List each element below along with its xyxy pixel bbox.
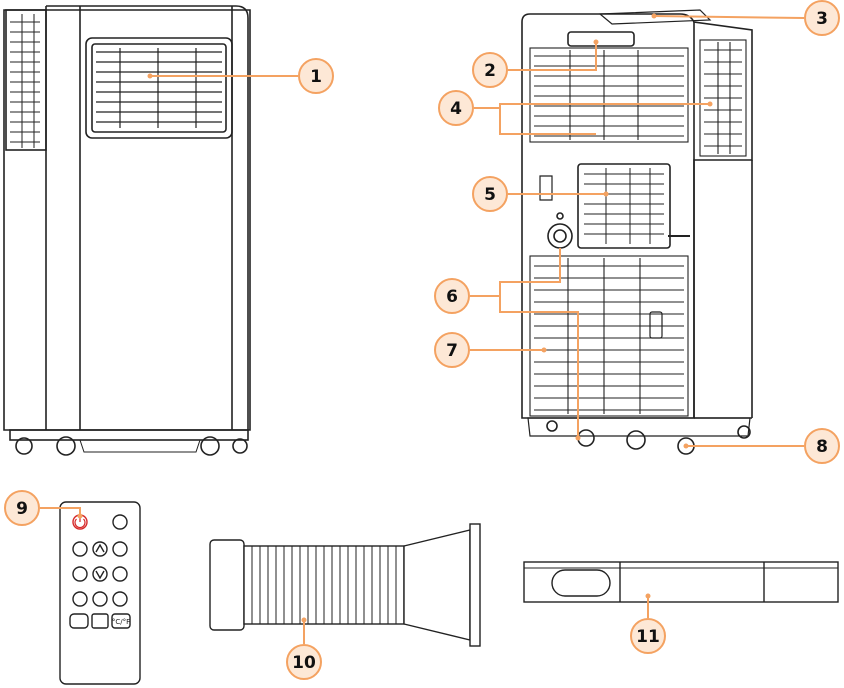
callout-10: 10 [286, 644, 322, 680]
callout-7: 7 [434, 332, 470, 368]
callout-11: 11 [630, 618, 666, 654]
callout-number-5: 5 [484, 185, 496, 205]
leader-line-6 [470, 248, 579, 438]
callout-circle-10 [286, 644, 322, 680]
front-view-unit [3, 5, 251, 456]
callout-circle-7 [434, 332, 470, 368]
leader-dot-6 [575, 435, 581, 441]
callout-circle-8 [804, 428, 840, 464]
leader-line-3 [653, 15, 805, 19]
exhaust-hose [209, 523, 481, 647]
leader-dot-7 [541, 347, 547, 353]
callout-number-1: 1 [310, 67, 322, 87]
leader-dot-11 [645, 593, 651, 599]
callout-number-6: 6 [446, 287, 458, 307]
remote-control: °C/°F [59, 501, 141, 685]
unit-toggle-label: °C/°F [112, 618, 130, 626]
callout-8: 8 [804, 428, 840, 464]
callout-circle-5 [472, 176, 508, 212]
leader-dot-2 [593, 39, 599, 45]
callout-number-3: 3 [816, 9, 828, 29]
callout-circle-1 [298, 58, 334, 94]
leader-dot-4 [707, 101, 713, 107]
callout-circle-4 [438, 90, 474, 126]
rear-view-unit [521, 9, 753, 455]
callout-1: 1 [298, 58, 334, 94]
leader-line-9 [40, 507, 81, 516]
leader-lines [40, 13, 805, 644]
callout-6: 6 [434, 278, 470, 314]
window-slider [523, 561, 839, 603]
callout-circle-3 [804, 0, 840, 36]
leader-dot-8 [683, 443, 689, 449]
callout-number-7: 7 [446, 341, 458, 361]
leader-dot-9 [77, 513, 83, 519]
callout-circle-6 [434, 278, 470, 314]
leader-dot-10 [301, 617, 307, 623]
callout-number-10: 10 [292, 653, 316, 673]
callouts: 1 2 3 4 5 6 7 8 9 10 11 [4, 0, 840, 680]
callout-circle-11 [630, 618, 666, 654]
leader-dot-5 [603, 191, 609, 197]
callout-4: 4 [438, 90, 474, 126]
callout-circle-2 [472, 52, 508, 88]
callout-number-2: 2 [484, 61, 496, 81]
callout-number-11: 11 [636, 627, 660, 647]
callout-5: 5 [472, 176, 508, 212]
callout-number-4: 4 [450, 99, 462, 119]
leader-dot-3 [651, 13, 657, 19]
leader-line-2 [508, 42, 597, 71]
leader-line-4 [474, 103, 710, 135]
callout-circle-9 [4, 490, 40, 526]
timer-button [112, 514, 128, 530]
callout-number-8: 8 [816, 437, 828, 457]
callout-number-9: 9 [16, 499, 28, 519]
callout-2: 2 [472, 52, 508, 88]
callout-9: 9 [4, 490, 40, 526]
leader-dot-1 [147, 73, 153, 79]
callout-3: 3 [804, 0, 840, 36]
